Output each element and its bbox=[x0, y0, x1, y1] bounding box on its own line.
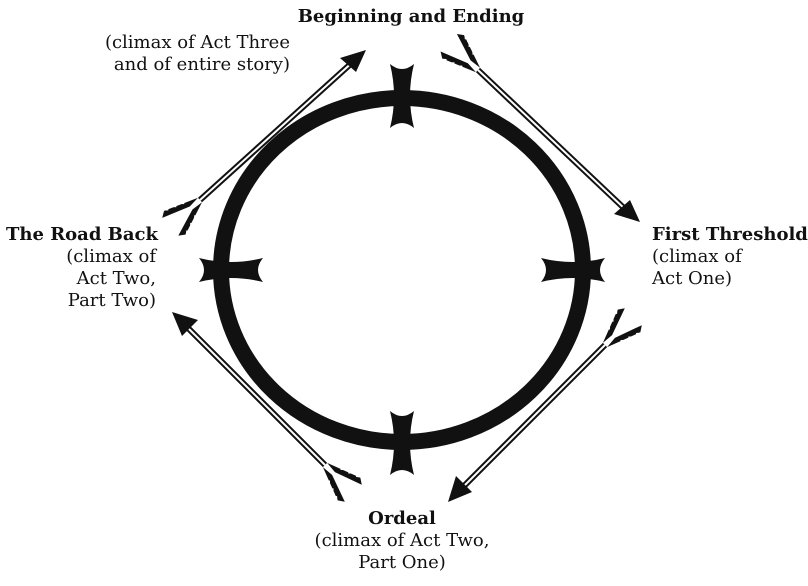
arrow-bottom-left bbox=[172, 312, 367, 507]
stage-bottom-note-line-1: (climax of Act Two, bbox=[282, 530, 522, 552]
arrow-top-right bbox=[436, 29, 640, 222]
stage-top-note-line-1: (climax of Act Three bbox=[60, 32, 290, 54]
stage-left-note-line-3: Part Two) bbox=[6, 290, 156, 312]
stage-top-note-line-2: and of entire story) bbox=[60, 54, 290, 76]
stage-top-note: (climax of Act Three and of entire story… bbox=[60, 32, 290, 76]
stage-left: The Road Back (climax of Act Two, Part T… bbox=[6, 224, 156, 312]
stage-right-note-line-1: (climax of bbox=[652, 246, 802, 268]
stage-left-note-line-2: Act Two, bbox=[6, 268, 156, 290]
arrow-top-left bbox=[158, 50, 366, 241]
stage-right-note-line-2: Act One) bbox=[652, 268, 802, 290]
stage-top-name: Beginning and Ending bbox=[296, 6, 526, 28]
arrow-bottom-right bbox=[448, 303, 647, 502]
stage-bottom-note-line-2: Part One) bbox=[282, 552, 522, 574]
stage-left-note-line-1: (climax of bbox=[6, 246, 156, 268]
stage-right: First Threshold (climax of Act One) bbox=[652, 224, 802, 290]
cross-marker-left bbox=[199, 258, 263, 282]
stage-left-name: The Road Back bbox=[6, 224, 156, 246]
cross-marker-right bbox=[541, 258, 605, 282]
stage-bottom-name: Ordeal bbox=[282, 508, 522, 530]
circle-ring bbox=[221, 98, 583, 442]
stage-bottom: Ordeal (climax of Act Two, Part One) bbox=[282, 508, 522, 574]
stage-right-name: First Threshold bbox=[652, 224, 802, 246]
